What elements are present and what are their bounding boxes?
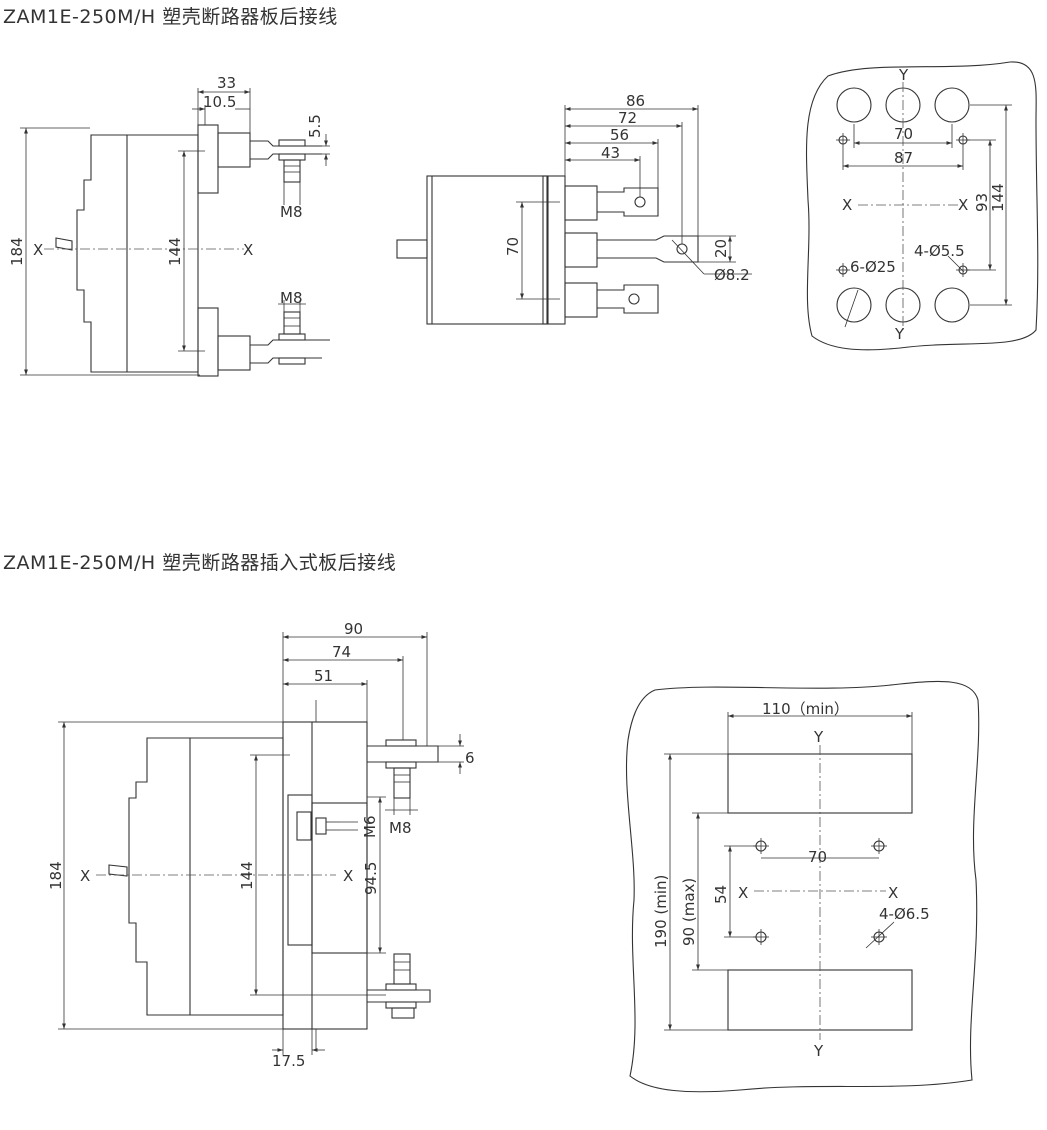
dim-190-min: 190 (min) (652, 875, 670, 948)
title-top: ZAM1E-250M/H 塑壳断路器板后接线 (3, 6, 338, 28)
dim-184: 184 (8, 237, 26, 266)
dim-56: 56 (610, 126, 629, 144)
thread-m8-top: M8 (280, 203, 303, 221)
dim-70: 70 (504, 237, 522, 256)
axis-x-right-2: X (343, 867, 353, 885)
dim-70-cutout: 70 (894, 125, 913, 143)
dim-17-5: 17.5 (272, 1052, 305, 1070)
axis-x-left-cutout-2: X (738, 884, 748, 902)
axis-y-bottom-2: Y (813, 1042, 824, 1060)
thread-m8: M8 (389, 819, 412, 837)
dim-74: 74 (332, 643, 351, 661)
side-view-1 (20, 88, 330, 377)
dim-70-cutout-2: 70 (808, 848, 827, 866)
axis-y-top-2: Y (813, 728, 824, 746)
dim-144-2: 144 (238, 861, 256, 890)
panel-cutout-2 (625, 680, 980, 1093)
dim-94-5: 94.5 (362, 862, 380, 895)
dim-93: 93 (973, 193, 991, 212)
dim-90-max: 90 (max) (680, 878, 698, 946)
axis-y-bottom: Y (894, 325, 905, 343)
panel-cutout-1 (805, 61, 1039, 351)
axis-y-top: Y (898, 66, 909, 84)
dim-86: 86 (626, 92, 645, 110)
axis-x-right-cutout: X (958, 196, 968, 214)
dim-33: 33 (217, 74, 236, 92)
dim-5-5: 5.5 (306, 114, 324, 138)
thread-m6: M6 (361, 816, 379, 839)
holes-label-2: 4-Ø6.5 (879, 905, 930, 923)
dim-184-2: 184 (47, 861, 65, 890)
axis-x-right-cutout-2: X (888, 884, 898, 902)
dim-144: 144 (166, 237, 184, 266)
dim-144-cutout: 144 (989, 183, 1007, 212)
top-view (396, 105, 752, 325)
side-view-2 (58, 632, 464, 1055)
dim-51: 51 (314, 667, 333, 685)
axis-x-left: X (33, 241, 43, 259)
dim-hole-8-2: Ø8.2 (714, 266, 750, 284)
thread-m8-bottom: M8 (280, 289, 303, 307)
dim-110-min: 110（min） (762, 700, 849, 718)
holes-small-label: 4-Ø5.5 (914, 242, 965, 260)
axis-x-right: X (243, 241, 253, 259)
holes-large-label: 6-Ø25 (850, 258, 896, 276)
dim-90: 90 (344, 620, 363, 638)
dim-87: 87 (894, 149, 913, 167)
dim-6: 6 (465, 749, 475, 767)
dim-10-5: 10.5 (203, 93, 236, 111)
dim-20: 20 (712, 239, 730, 258)
dim-72: 72 (618, 109, 637, 127)
dim-54: 54 (712, 885, 730, 904)
title-bottom: ZAM1E-250M/H 塑壳断路器插入式板后接线 (3, 552, 397, 574)
axis-x-left-cutout: X (842, 196, 852, 214)
dim-43: 43 (601, 144, 620, 162)
axis-x-left-2: X (80, 867, 90, 885)
